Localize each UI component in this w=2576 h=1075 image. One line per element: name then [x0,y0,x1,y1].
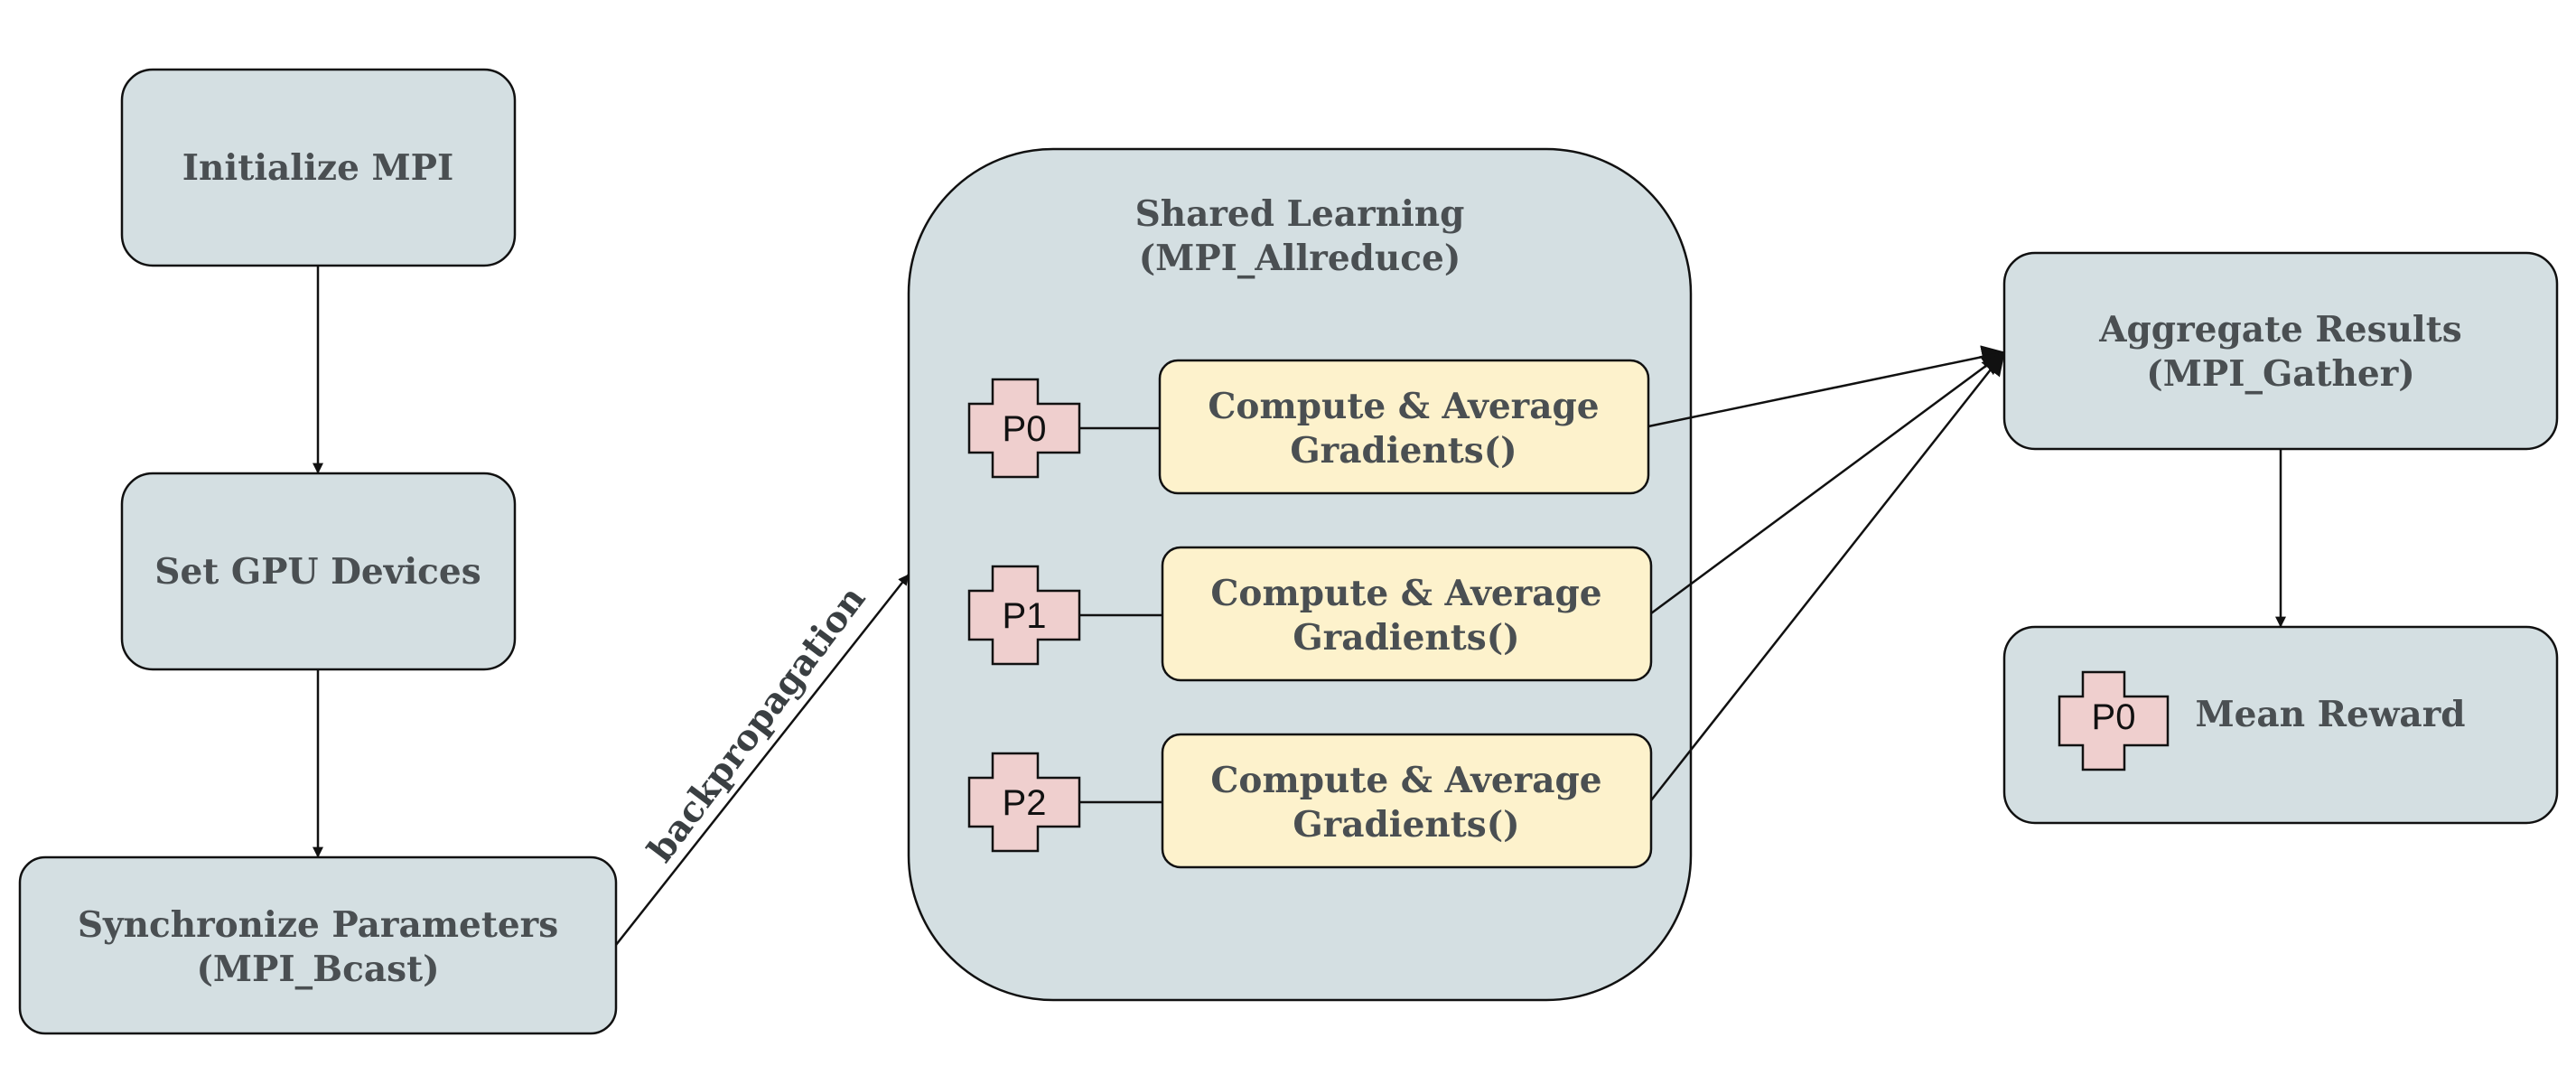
process-p0-label: P0 [1003,409,1047,449]
edge-p2-to-aggregate [1650,351,2005,801]
process-p1-icon [967,565,1081,666]
node-synchronize-parameters: Synchronize Parameters (MPI_Bcast) [18,855,618,1035]
edge-p0-to-aggregate [1647,345,2006,428]
node-initialize-mpi: Initialize MPI [120,68,517,267]
node-synchronize-parameters-line1: Synchronize Parameters [78,904,558,946]
task-p2-line2: Gradients() [1293,804,1519,846]
node-aggregate-results: Aggregate Results (MPI_Gather) [2002,251,2559,451]
process-p0-icon [967,378,1081,479]
process-p1-label: P1 [1003,596,1047,636]
node-aggregate-results-line2: (MPI_Gather) [2146,353,2414,395]
process-p2-icon [967,752,1081,853]
node-mean-reward: P0 Mean Reward [2002,625,2559,825]
process-p2-label: P2 [1003,783,1047,823]
mean-reward-label: Mean Reward [2195,694,2465,735]
node-initialize-mpi-label: Initialize MPI [182,147,453,189]
task-p1-line1: Compute & Average [1210,573,1601,614]
edge-backpropagation-label: backpropagation [639,578,873,870]
task-p1-line2: Gradients() [1293,617,1519,659]
task-row-p2: P2 Compute & Average Gradients() [967,733,1653,869]
task-box-p0 [1158,359,1650,495]
node-aggregate-results-line1: Aggregate Results [2098,309,2461,351]
process-p0-icon [2058,670,2170,771]
task-row-p0: P0 Compute & Average Gradients() [967,359,1650,495]
task-box-p2 [1161,733,1653,869]
task-box-p1 [1161,546,1653,682]
edge-p1-to-aggregate [1650,351,2006,615]
mean-reward-process-label: P0 [2092,697,2136,737]
node-set-gpu-devices-label: Set GPU Devices [154,551,481,593]
node-shared-learning-line1: Shared Learning [1135,193,1465,235]
edge-backpropagation [615,574,910,946]
node-shared-learning-line2: (MPI_Allreduce) [1139,238,1461,279]
node-synchronize-parameters-line2: (MPI_Bcast) [196,949,439,990]
task-row-p1: P1 Compute & Average Gradients() [967,546,1653,682]
task-p2-line1: Compute & Average [1210,760,1601,801]
node-set-gpu-devices: Set GPU Devices [120,472,517,671]
task-p0-line2: Gradients() [1290,430,1517,472]
task-p0-line1: Compute & Average [1208,386,1599,427]
